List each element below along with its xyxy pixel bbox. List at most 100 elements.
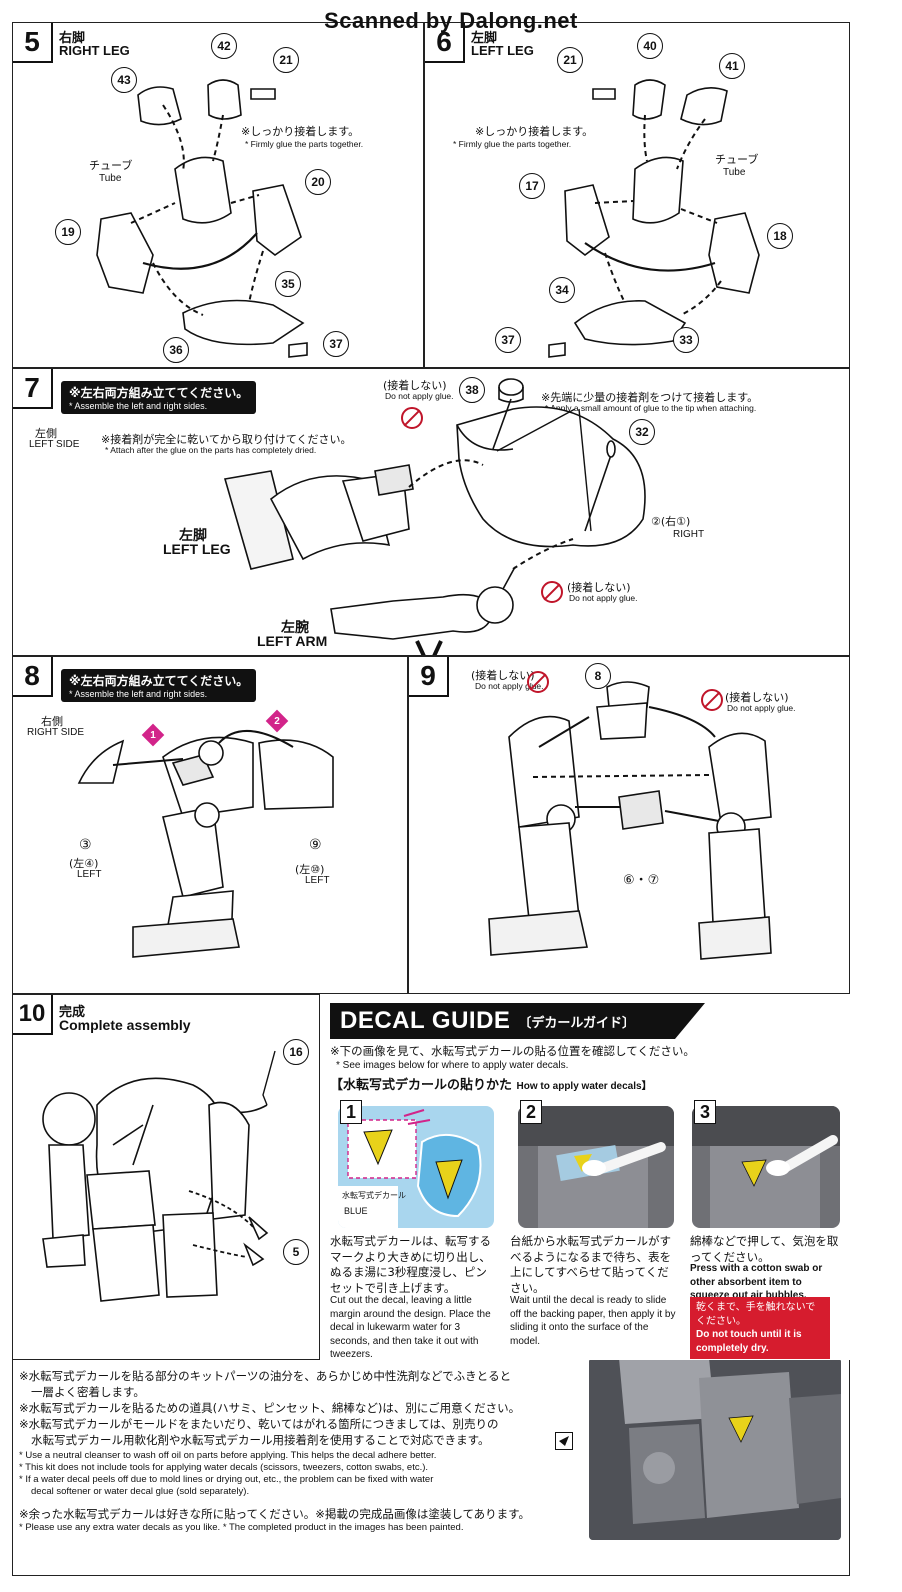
panel-title-jp: 左脚 [471, 31, 498, 46]
no-glue-label-jp: (接着しない) [725, 691, 789, 704]
no-glue-label-jp: (接着しない) [567, 581, 631, 594]
part-3-alt: (左④) [69, 857, 99, 870]
photo-blue-label: BLUE [344, 1206, 368, 1216]
no-glue-icon [541, 581, 563, 603]
step-number: 9 [409, 657, 449, 697]
watermark: Scanned by Dalong.net [324, 8, 578, 33]
step-number: 5 [13, 23, 53, 63]
note-line-en: * Use a neutral cleanser to wash off oil… [19, 1450, 437, 1461]
decal-guide-title-jp: 〔デカールガイド〕 [518, 1015, 636, 1031]
decal-notes-panel: ※水転写式デカールを貼る部分のキットパーツの油分を、あらかじめ中性洗剤などでふき… [12, 1360, 850, 1576]
decal-placement-photo [589, 1360, 841, 1540]
no-glue-label-en: Do not apply glue. [475, 681, 544, 691]
do-not-touch-warning: 乾くまで、手を触れないでください。 Do not touch until it … [690, 1297, 830, 1359]
part-callout: 20 [305, 169, 331, 195]
part-callout: 37 [495, 327, 521, 353]
side-label-en: RIGHT SIDE [27, 727, 85, 738]
panel-title-jp: 完成 [59, 1005, 86, 1020]
decal-step-1-jp: 水転写式デカールは、転写するマークより大きめに切り出し、ぬるま湯に3秒程度浸し、… [330, 1234, 491, 1295]
part-callout: 41 [719, 53, 745, 79]
part-callout: 43 [111, 67, 137, 93]
no-glue-icon [401, 407, 423, 429]
no-glue-icon [527, 671, 549, 693]
decal-intro-en: * See images below for where to apply wa… [336, 1060, 569, 1071]
left-arm-label-en: LEFT ARM [257, 633, 328, 649]
no-glue-label-en: Do not apply glue. [569, 593, 638, 603]
part-2-label: ②(右①) [651, 515, 691, 528]
part-callout: 5 [283, 1239, 309, 1265]
no-glue-label-en: Do not apply glue. [385, 391, 454, 401]
left-label: LEFT [77, 869, 102, 880]
part-callout: 19 [55, 219, 81, 245]
side-label-jp: 左側 [35, 427, 57, 440]
pointer-arrow-icon [555, 1432, 573, 1450]
banner-en: * Assemble the left and right sides. [69, 689, 208, 699]
side-label-jp: 右側 [41, 715, 63, 728]
howto-heading: 【水転写式デカールの貼りかた How to apply water decals… [330, 1074, 652, 1093]
step-number: 10 [13, 995, 53, 1035]
decal-intro-jp: ※下の画像を見て、水転写式デカールの貼る位置を確認してください。 [330, 1044, 695, 1058]
tip-glue-note-en: * Apply a small amount of glue to the ti… [545, 403, 757, 413]
glue-note-jp: ※しっかり接着します。 [475, 125, 594, 138]
part-callout: 21 [557, 47, 583, 73]
part-callout: 35 [275, 271, 301, 297]
note-line: 水転写式デカール用軟化剤や水転写式デカール用接着剤を使用することで対応できます。 [31, 1433, 490, 1447]
step-6-panel: 6 左脚 LEFT LEG 21 40 41 17 18 34 37 33 ※し… [424, 22, 850, 368]
tube-label-en: Tube [99, 173, 122, 184]
tube-label-en: Tube [723, 167, 746, 178]
decal-step-2-jp: 台紙から水転写式デカールがすべるようになるまで待ち、表を上にしてすべらせて貼って… [510, 1234, 671, 1295]
torso-assembly-diagram [488, 681, 772, 960]
decal-step-3-image [692, 1106, 840, 1228]
part-callout: 33 [673, 327, 699, 353]
note-line: ※余った水転写式デカールは好きな所に貼ってください。※掲載の完成品画像は塗装して… [19, 1507, 531, 1521]
note-line-en: * Please use any extra water decals as y… [19, 1522, 464, 1533]
part-callout: 32 [629, 419, 655, 445]
part-callout: 40 [637, 33, 663, 59]
decal-step-number: 3 [694, 1100, 716, 1124]
decal-guide-title-en: DECAL GUIDE [340, 1007, 511, 1034]
tube-label-jp: チューブ [715, 153, 759, 166]
step-5-panel: 5 右脚 RIGHT LEG 42 21 43 20 19 35 36 37 ※… [12, 22, 424, 368]
note-line: ※水転写式デカールを貼るための道具(ハサミ、ピンセット、綿棒など)は、別にご用意… [19, 1401, 521, 1415]
step-7-panel: 7 ※左右両方組み立ててください。 * Assemble the left an… [12, 368, 850, 656]
part-callout: 34 [549, 277, 575, 303]
right-label: RIGHT [673, 529, 705, 540]
right-leg-diagram [96, 79, 308, 358]
right-side-assembly-diagram [77, 730, 334, 958]
tube-label-jp: チューブ [89, 159, 133, 172]
part-callout: 18 [767, 223, 793, 249]
glue-note-en: * Firmly glue the parts together. [245, 139, 364, 149]
warning-en: Do not touch until it is completely dry. [696, 1329, 802, 1354]
step-10-panel: 10 完成 Complete assembly 16 5 [12, 994, 320, 1360]
assemble-both-banner: ※左右両方組み立ててください。 * Assemble the left and … [61, 669, 257, 702]
note-line-en: * This kit does not include tools for ap… [19, 1462, 429, 1473]
decal-step-3-en: Press with a cotton swab or other absorb… [690, 1263, 823, 1301]
banner-jp: ※左右両方組み立ててください。 [69, 386, 249, 400]
dry-note-jp: ※接着剤が完全に乾いてから取り付けてください。 [101, 433, 352, 446]
left-label: LEFT [305, 875, 330, 886]
note-line-en: decal softener or water decal glue (sold… [31, 1486, 250, 1497]
panel-title-en: Complete assembly [59, 1017, 191, 1033]
step-8-panel: 8 ※左右両方組み立ててください。 * Assemble the left an… [12, 656, 408, 994]
decal-guide-title: DECAL GUIDE 〔デカールガイド〕 [330, 1003, 705, 1039]
part-9-alt: (左⑩) [295, 863, 325, 876]
decal-step-1-image: 水転写式デカール BLUE [338, 1106, 494, 1228]
panel-title-en: LEFT LEG [471, 43, 534, 58]
banner-en: * Assemble the left and right sides. [69, 401, 208, 411]
left-side-assembly-diagram [223, 378, 646, 655]
photo-label: 水転写式デカール [342, 1191, 406, 1200]
panel-title-en: RIGHT LEG [59, 43, 130, 58]
part-6-7-label: ⑥・⑦ [623, 873, 660, 888]
left-leg-diagram [548, 79, 760, 358]
decal-step-2-en: Wait until the decal is ready to slide o… [510, 1295, 676, 1347]
part-callout: 36 [163, 337, 189, 363]
part-callout: 38 [459, 377, 485, 403]
assemble-both-banner: ※左右両方組み立ててください。 * Assemble the left and … [61, 381, 257, 414]
decal-step-1-en: Cut out the decal, leaving a little marg… [330, 1295, 491, 1360]
decal-step-number: 2 [520, 1100, 542, 1124]
no-glue-label-jp: (接着しない) [471, 669, 535, 682]
part-9-label: ⑨ [309, 837, 322, 853]
dry-note-en: * Attach after the glue on the parts has… [105, 445, 317, 455]
step-number: 7 [13, 369, 53, 409]
side-label-en: LEFT SIDE [29, 439, 80, 450]
